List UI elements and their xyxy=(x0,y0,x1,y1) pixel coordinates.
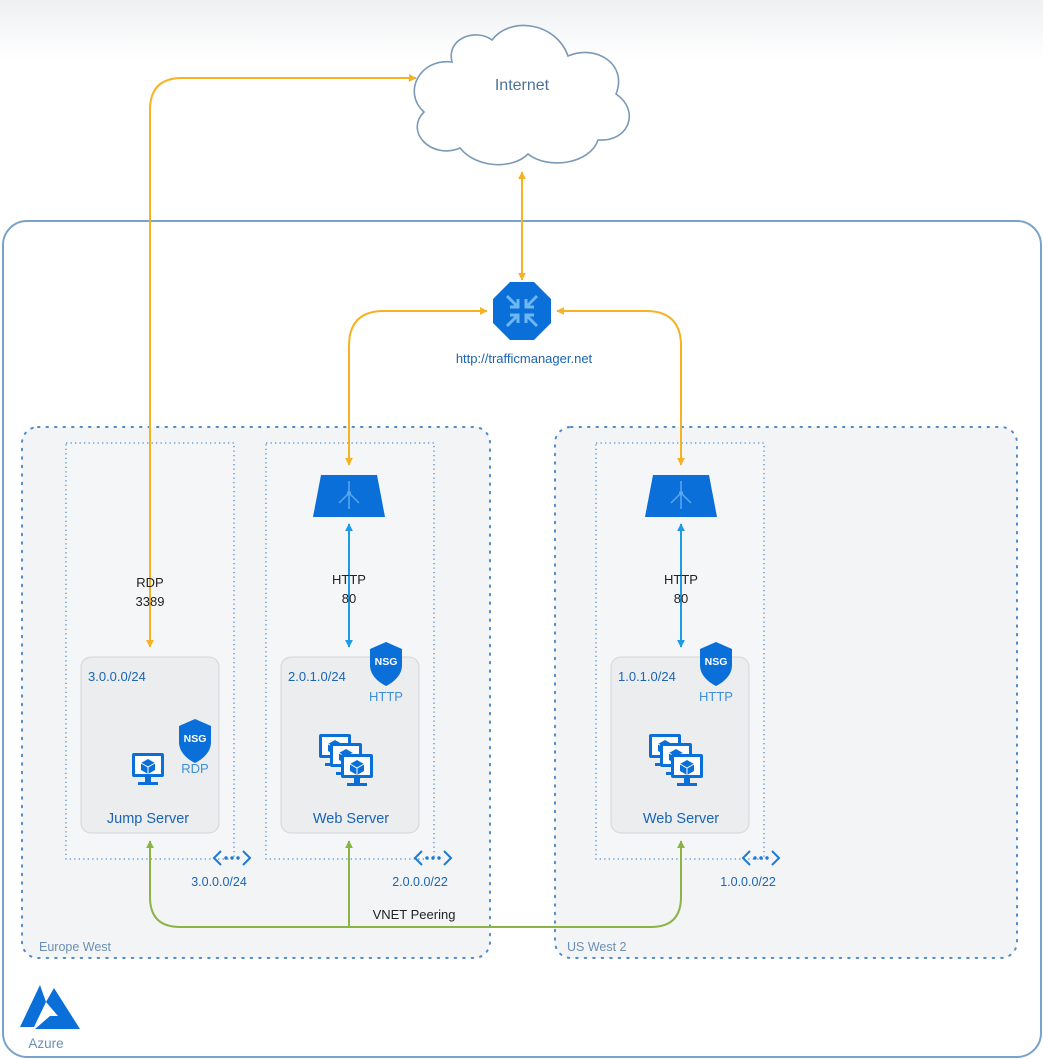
internet-label: Internet xyxy=(495,77,550,94)
us-web-nsg-rule: HTTP xyxy=(699,689,733,704)
azure-logo-icon xyxy=(20,985,80,1029)
azure-label: Azure xyxy=(28,1036,63,1051)
traffic-manager-icon xyxy=(493,282,551,340)
load-balancer-icon xyxy=(644,474,718,518)
eu-http-protocol-label: HTTP xyxy=(332,572,366,587)
vnet-peering-line xyxy=(146,840,685,928)
rdp-connection-line xyxy=(146,74,417,648)
region-europe-label: Europe West xyxy=(39,940,112,954)
vnet-peering-label: VNET Peering xyxy=(373,907,456,922)
tm-eu-line xyxy=(345,307,488,466)
jump-vnet-cidr: 3.0.0.0/24 xyxy=(191,875,247,889)
us-vnet-cidr: 1.0.0.0/22 xyxy=(720,875,776,889)
us-http-protocol-label: HTTP xyxy=(664,572,698,587)
eu-vnet-cidr: 2.0.0.0/22 xyxy=(392,875,448,889)
load-balancer-icon xyxy=(312,474,386,518)
us-http-port-label: 80 xyxy=(674,591,688,606)
rdp-port-label: 3389 xyxy=(136,594,165,609)
us-web-subnet-cidr: 1.0.1.0/24 xyxy=(618,669,676,684)
us-web-server-label: Web Server xyxy=(643,811,719,827)
region-us-label: US West 2 xyxy=(567,940,627,954)
rdp-protocol-label: RDP xyxy=(136,575,163,590)
jump-server-label: Jump Server xyxy=(107,811,189,827)
jump-subnet-cidr: 3.0.0.0/24 xyxy=(88,669,146,684)
tm-us-line xyxy=(556,307,685,466)
traffic-manager-url: http://trafficmanager.net xyxy=(456,351,593,366)
subnet-card-jump xyxy=(80,656,220,834)
eu-web-server-label: Web Server xyxy=(313,811,389,827)
jump-nsg-rule: RDP xyxy=(181,761,208,776)
eu-web-subnet-cidr: 2.0.1.0/24 xyxy=(288,669,346,684)
eu-web-nsg-rule: HTTP xyxy=(369,689,403,704)
cloud-icon xyxy=(413,24,631,166)
eu-http-port-label: 80 xyxy=(342,591,356,606)
